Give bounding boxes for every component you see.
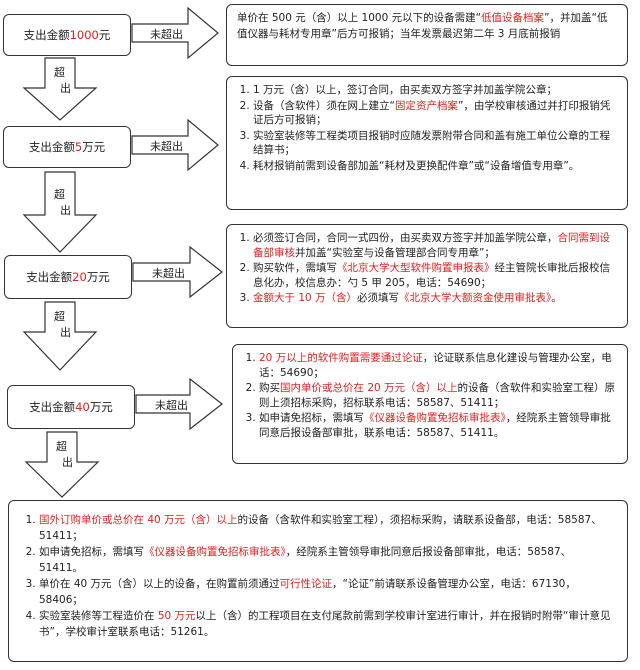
right-arrow-1: [131, 6, 219, 60]
amount-box-1000: 支出金额 1000 元: [3, 14, 131, 56]
rule-5w-item-1: 1 万元（含）以上，签订合同，由买卖双方签字并加盖学院公章；: [253, 83, 619, 98]
rule-20w-item-3: 金额大于 10 万（含）必须填写《北京大学大额资金使用审批表》。: [253, 291, 619, 306]
rule-over40w-item-1: 国外订购单价或总价在 40 万元（含）以上的设备（含软件和实验室工程），须招标采…: [39, 513, 615, 544]
right-arrow-3: [132, 245, 223, 299]
rule-5w-item-3: 实验室装修等工程类项目报销时应随发票附带合同和盖有施工单位公章的工程结算书；: [253, 129, 619, 158]
not-exceed-label-1: 未超出: [150, 28, 183, 41]
exceed-label-2a: 超: [54, 188, 65, 201]
rule-box-1000: 单价在 500 元（含）以上 1000 元以下的设备需建“低值设备档案”，并加盖…: [226, 4, 628, 66]
rule-40w-item-3: 如申请免招标，需填写《仪器设备购置免招标审批表》，经院系主管领导审批同意后报设备…: [259, 411, 619, 440]
rule-box-over-40w: 国外订购单价或总价在 40 万元（含）以上的设备（含软件和实验室工程），须招标采…: [8, 500, 628, 662]
rule-box-20w: 必须签订合同，合同一式四份，由买卖双方签字并加盖学院公章，合同需到设备部审核并加…: [226, 224, 628, 328]
not-exceed-label-4: 未超出: [155, 399, 188, 412]
down-arrow-4: [24, 431, 100, 498]
rule-5w-item-2: 设备（含软件）须在网上建立“固定资产档案”，由学校审核通过并打印报销凭证后方可报…: [253, 99, 619, 128]
rule-40w-item-1: 20 万以上的软件购置需要通过论证，论证联系信息化建设与管理办公室，电话：546…: [259, 351, 619, 380]
down-arrow-2: [22, 171, 98, 253]
exceed-label-4a: 超: [56, 440, 67, 453]
not-exceed-label-2: 未超出: [150, 140, 183, 153]
rule-over40w-item-3: 单价在 40 万元（含）以上的设备，在购置前须通过可行性论证，“论证”前请联系设…: [39, 577, 615, 608]
rule-over40w-item-2: 如申请免招标，需填写《仪器设备购置免招标审批表》，经院系主管领导审批同意后报设备…: [39, 545, 615, 576]
rule-20w-item-2: 购买软件，需填写《北京大学大型软件购置申报表》经主管院长审批后报校信息化办，校信…: [253, 261, 619, 290]
down-arrow-1: [22, 57, 98, 121]
right-arrow-4: [135, 377, 223, 431]
exceed-label-2b: 出: [60, 204, 71, 217]
exceed-label-4b: 出: [62, 456, 73, 469]
exceed-label-1a: 超: [54, 66, 65, 79]
rule-20w-item-1: 必须签订合同，合同一式四份，由买卖双方签字并加盖学院公章，合同需到设备部审核并加…: [253, 231, 619, 260]
rule-5w-item-4: 耗材报销前需到设备部加盖“耗材及更换配件章”或“设备增值专用章”。: [253, 159, 619, 174]
exceed-label-3b: 出: [60, 326, 71, 339]
right-arrow-2: [131, 118, 219, 172]
exceed-label-3a: 超: [54, 310, 65, 323]
exceed-label-1b: 出: [60, 82, 71, 95]
amount-box-5w: 支出金额 5 万元: [3, 126, 131, 168]
rule-over40w-item-4: 实验室装修等工程造价在 50 万元以上（含）的工程项目在支付尾款前需到学校审计室…: [39, 609, 615, 640]
rule-40w-item-2: 购买国内单价或总价在 20 万元（含）以上的设备（含软件和实验室工程）原则上须招…: [259, 381, 619, 410]
rule-box-40w: 20 万以上的软件购置需要通过论证，论证联系信息化建设与管理办公室，电话：546…: [232, 344, 628, 464]
not-exceed-label-3: 未超出: [152, 267, 185, 280]
down-arrow-3: [22, 301, 98, 371]
rule-box-5w: 1 万元（含）以上，签订合同，由买卖双方签字并加盖学院公章； 设备（含软件）须在…: [226, 76, 628, 210]
